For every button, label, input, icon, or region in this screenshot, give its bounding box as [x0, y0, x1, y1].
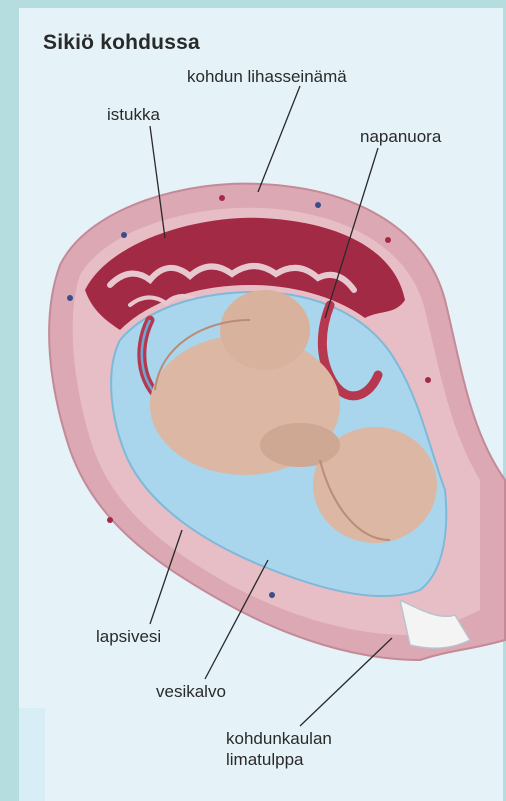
wall-vessel-dot [219, 195, 225, 201]
wall-vessel-dot [107, 517, 113, 523]
leader-uterine-wall [258, 86, 300, 192]
label-uterine-wall: kohdun lihasseinämä [187, 66, 347, 87]
label-mucus-plug-line2: limatulppa [226, 749, 332, 770]
wall-vessel-dot [425, 377, 431, 383]
label-placenta: istukka [107, 104, 160, 125]
label-umbilical-cord: napanuora [360, 126, 441, 147]
wall-vessel-dot [121, 232, 127, 238]
fetus-arm [260, 423, 340, 467]
wall-vessel-dot [67, 295, 73, 301]
wall-vessel-dot [269, 592, 275, 598]
diagram-title: Sikiö kohdussa [43, 31, 200, 55]
label-amniotic-membrane: vesikalvo [156, 681, 226, 702]
wall-vessel-dot [385, 237, 391, 243]
label-mucus-plug-line1: kohdunkaulan [226, 728, 332, 749]
label-amniotic-fluid: lapsivesi [96, 626, 161, 647]
label-mucus-plug: kohdunkaulan limatulppa [226, 728, 332, 770]
wall-vessel-dot [315, 202, 321, 208]
fetus-legs [220, 290, 310, 370]
